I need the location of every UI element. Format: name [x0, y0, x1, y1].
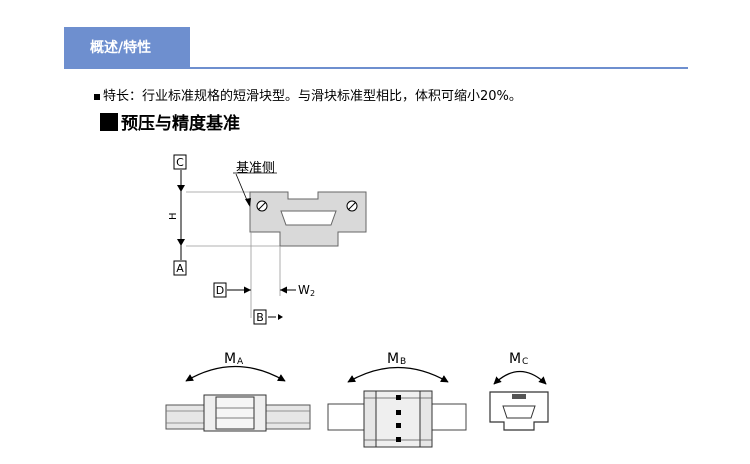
- w-label: W: [298, 283, 310, 297]
- reference-diagram: C H A 基准侧 D W: [168, 154, 367, 325]
- w-subscript: 2: [310, 289, 315, 298]
- mb-label: M: [387, 351, 399, 367]
- c-label: C: [176, 156, 184, 169]
- mc-rail-slot: [502, 405, 536, 419]
- reference-side-label: 基准侧: [236, 161, 275, 176]
- mb-arrow: [347, 366, 449, 383]
- mc-label: M: [509, 351, 521, 367]
- a-datum-box: [173, 260, 187, 276]
- b-label: B: [256, 311, 264, 324]
- c-datum-box: [173, 154, 187, 170]
- section-title: 预压与精度基准: [121, 114, 240, 134]
- h-label: H: [168, 212, 179, 220]
- tab-underline: [64, 67, 688, 69]
- d-label: D: [216, 284, 224, 297]
- ma-arrow: [185, 365, 286, 382]
- section-heading: 预压与精度基准: [100, 109, 240, 134]
- d-datum-box: [213, 282, 227, 298]
- tab-overview-features[interactable]: 概述/特性: [64, 27, 190, 67]
- ma-label: M: [224, 351, 236, 367]
- arrow-down-top: [177, 185, 185, 192]
- mb-subscript: B: [400, 357, 406, 367]
- tab-label: 概述/特性: [90, 40, 152, 56]
- mc-arrow: [493, 371, 547, 385]
- rail-slot: [280, 210, 337, 226]
- bullet-icon: [94, 93, 100, 100]
- ma-subscript: A: [237, 357, 244, 367]
- moment-mc-diagram: M C: [489, 351, 549, 431]
- a-label: A: [176, 262, 184, 275]
- feature-text: 特长：行业标准规格的短滑块型。与滑块标准型相比，体积可缩小20%。: [103, 89, 522, 104]
- moment-mb-diagram: M B: [327, 351, 467, 448]
- square-bullet-icon: [100, 112, 118, 131]
- b-datum-box: [253, 309, 267, 325]
- feature-line: 特长：行业标准规格的短滑块型。与滑块标准型相比，体积可缩小20%。: [94, 85, 522, 104]
- moment-ma-diagram: M A: [165, 351, 311, 432]
- arrow-down-bottom: [177, 239, 185, 246]
- mc-subscript: C: [522, 357, 528, 367]
